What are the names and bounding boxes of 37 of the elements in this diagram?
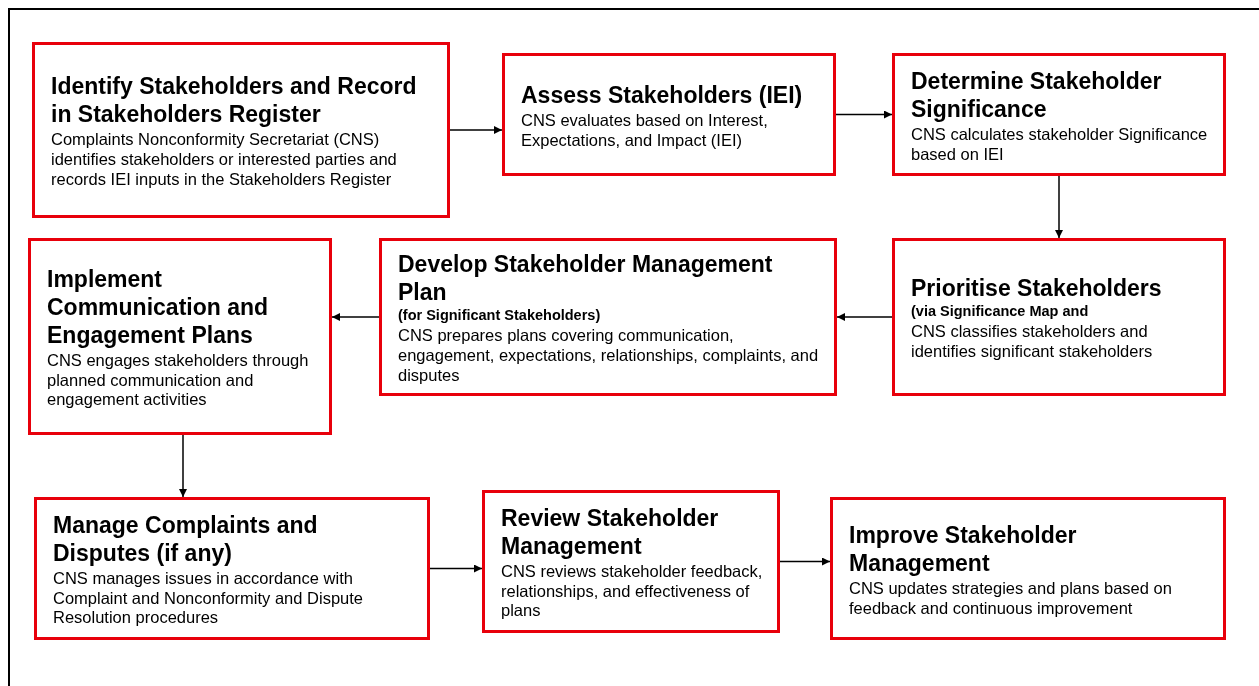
step-title: Assess Stakeholders (IEI) xyxy=(521,80,804,109)
process-box xyxy=(830,497,1226,640)
process-box xyxy=(32,42,450,218)
arrow xyxy=(331,313,380,321)
step-subtitle: (for Significant Stakeholders) xyxy=(398,306,602,325)
step-description: CNS engages stakeholders through planned communication and engagement activities xyxy=(47,350,310,411)
process-box xyxy=(28,238,332,435)
step-subtitle: (via Significance Map and xyxy=(911,302,1090,321)
step-description: CNS calculates stakeholder Significance based on IEI xyxy=(911,124,1209,165)
process-box xyxy=(34,497,430,640)
step-title: Determine Stakeholder Significance xyxy=(911,66,1163,123)
process-box xyxy=(892,53,1226,176)
process-box xyxy=(379,238,837,396)
step-title: Review Stakeholder Management xyxy=(501,503,720,560)
step-description: CNS updates strategies and plans based on feedback and continuous improvement xyxy=(849,578,1173,619)
arrow xyxy=(835,110,893,119)
step-title: Prioritise Stakeholders xyxy=(911,274,1163,303)
step-description: Complaints Nonconformity Secretariat (CNS) identifies stakeholders or interested parties and records IEI inputs in the Stakeholders Register xyxy=(51,130,398,190)
step-title: Manage Complaints and Disputes (if any) xyxy=(53,510,319,567)
step-title: Identify Stakeholders and Record in Stakeholders Register xyxy=(51,72,418,129)
step-description: CNS prepares plans covering communication, engagement, expectations, relationships, complaints, and disputes xyxy=(398,326,820,386)
step-description: CNS evaluates based on Interest, Expectations, and Impact (IEI) xyxy=(521,110,769,151)
step-title: Develop Stakeholder Management Plan xyxy=(398,250,774,307)
step-title: Improve Stakeholder Management xyxy=(849,520,1078,577)
arrow xyxy=(779,557,831,566)
arrow xyxy=(1055,175,1063,239)
step-title: Implement Communication and Engagement Plans xyxy=(47,264,270,349)
process-box xyxy=(502,53,836,176)
process-box xyxy=(482,490,780,633)
arrow xyxy=(449,126,503,134)
arrow xyxy=(836,313,893,321)
step-description: CNS manages issues in accordance with Complaint and Nonconformity and Dispute Resolution procedures xyxy=(53,568,364,629)
arrow xyxy=(429,564,483,573)
step-description: CNS classifies stakeholders and identifies significant stakeholders xyxy=(911,322,1154,362)
arrow xyxy=(179,434,187,498)
step-description: CNS reviews stakeholder feedback, relationships, and effectiveness of plans xyxy=(501,561,764,622)
process-box xyxy=(892,238,1226,396)
